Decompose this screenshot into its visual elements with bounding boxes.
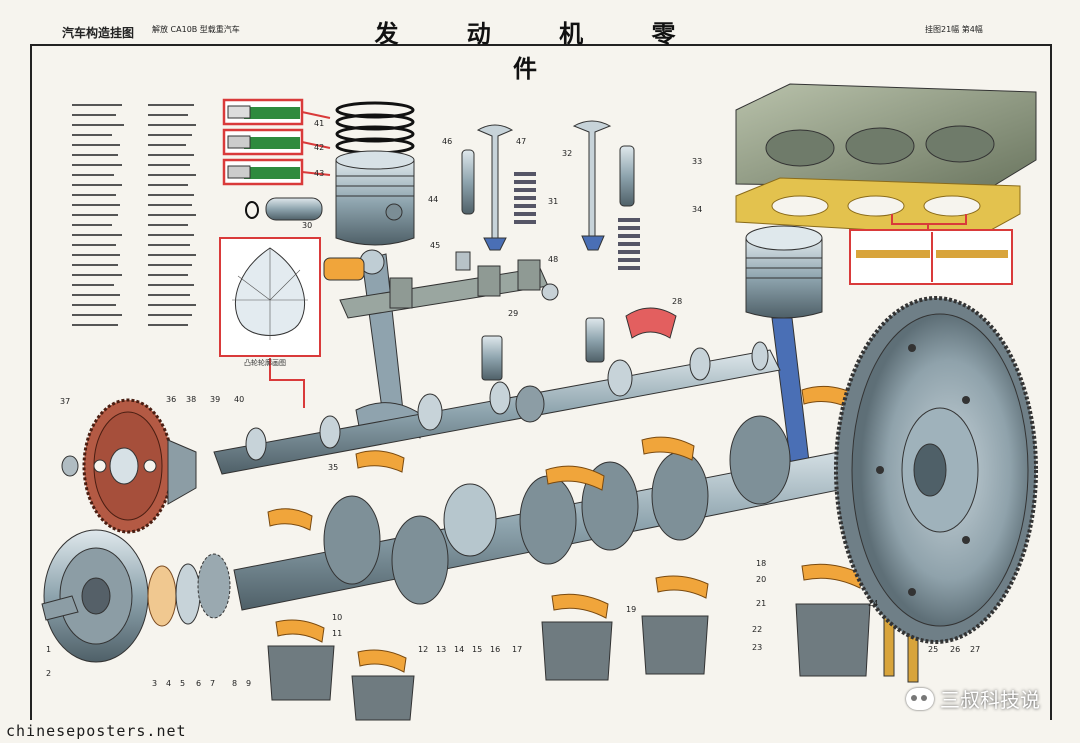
callout-1: 1 [46, 645, 51, 654]
callout-3: 3 [152, 679, 157, 688]
cam-profile-inset [219, 237, 321, 408]
callout-34: 34 [692, 205, 702, 214]
callout-22: 22 [752, 625, 762, 634]
callout-46: 46 [442, 137, 452, 146]
callout-18: 18 [756, 559, 766, 568]
callout-33: 33 [692, 157, 702, 166]
wechat-watermark: 三叔科技说 [906, 684, 1040, 713]
right-border [1050, 44, 1052, 720]
callout-15: 15 [472, 645, 482, 654]
bearing-caps [267, 603, 919, 721]
callout-numbers: 1 2 3 4 5 6 7 8 9 10 11 12 13 14 15 16 1… [46, 119, 980, 688]
callout-19: 19 [626, 605, 636, 614]
cam-profile-caption: 凸轮轮廓画图 [244, 359, 286, 367]
callout-28: 28 [672, 297, 682, 306]
piston-right [745, 225, 823, 475]
callout-38: 38 [186, 395, 196, 404]
head-gasket [735, 177, 1021, 285]
callout-32: 32 [562, 149, 572, 158]
callout-35: 35 [328, 463, 338, 472]
callout-25: 25 [928, 645, 938, 654]
callout-9: 9 [246, 679, 251, 688]
callout-10: 10 [332, 613, 342, 622]
callout-11: 11 [332, 629, 342, 638]
rocker-shaft-assembly [339, 251, 559, 319]
poster-title: 发 动 机 零 件 [374, 19, 706, 83]
callout-44: 44 [428, 195, 438, 204]
callout-40: 40 [234, 395, 244, 404]
sheet-number: 挂图21幅 第4幅 [925, 25, 983, 34]
callout-27: 27 [970, 645, 980, 654]
callout-47: 47 [516, 137, 526, 146]
callout-26: 26 [950, 645, 960, 654]
callout-36: 36 [166, 395, 176, 404]
callout-41: 41 [314, 119, 324, 128]
callout-31: 31 [548, 197, 558, 206]
callout-12: 12 [418, 645, 428, 654]
crankshaft-pulley [41, 529, 231, 663]
crankshaft [233, 411, 909, 611]
callout-37: 37 [60, 397, 70, 406]
ring-section-insets [222, 98, 331, 186]
callout-2: 2 [46, 669, 51, 678]
left-border [30, 44, 32, 720]
callout-23: 23 [752, 643, 762, 652]
bearing-shells [267, 385, 863, 673]
callout-43: 43 [314, 169, 324, 178]
callout-14: 14 [454, 645, 464, 654]
callout-39: 39 [210, 395, 220, 404]
piston-left [335, 150, 415, 246]
camshaft [213, 341, 781, 475]
callout-8: 8 [232, 679, 237, 688]
callout-5: 5 [180, 679, 185, 688]
piston-rings [335, 101, 415, 155]
source-watermark: chineseposters.net [6, 722, 187, 740]
cylinder-head [735, 83, 1037, 189]
valves-and-springs [461, 120, 677, 381]
callout-30: 30 [302, 221, 312, 230]
wechat-icon [906, 687, 934, 710]
callout-45: 45 [430, 241, 440, 250]
callout-6: 6 [196, 679, 201, 688]
callout-7: 7 [210, 679, 215, 688]
flywheel [834, 296, 1038, 644]
callout-24: 24 [868, 599, 878, 608]
callout-4: 4 [166, 679, 171, 688]
wechat-watermark-text: 三叔科技说 [940, 688, 1040, 712]
callout-48: 48 [548, 255, 558, 264]
callout-13: 13 [436, 645, 446, 654]
model-code: 解放 CA10B 型载重汽车 [152, 25, 240, 34]
callout-17: 17 [512, 645, 522, 654]
callout-16: 16 [490, 645, 500, 654]
piston-pin [245, 197, 323, 221]
callout-42: 42 [314, 143, 324, 152]
parts-index-list [72, 104, 196, 326]
callout-21: 21 [756, 599, 766, 608]
series-title: 汽车构造挂图 [62, 26, 135, 40]
callout-29: 29 [508, 309, 518, 318]
timing-gear [61, 398, 197, 534]
callout-20: 20 [756, 575, 766, 584]
top-border [30, 44, 1052, 46]
